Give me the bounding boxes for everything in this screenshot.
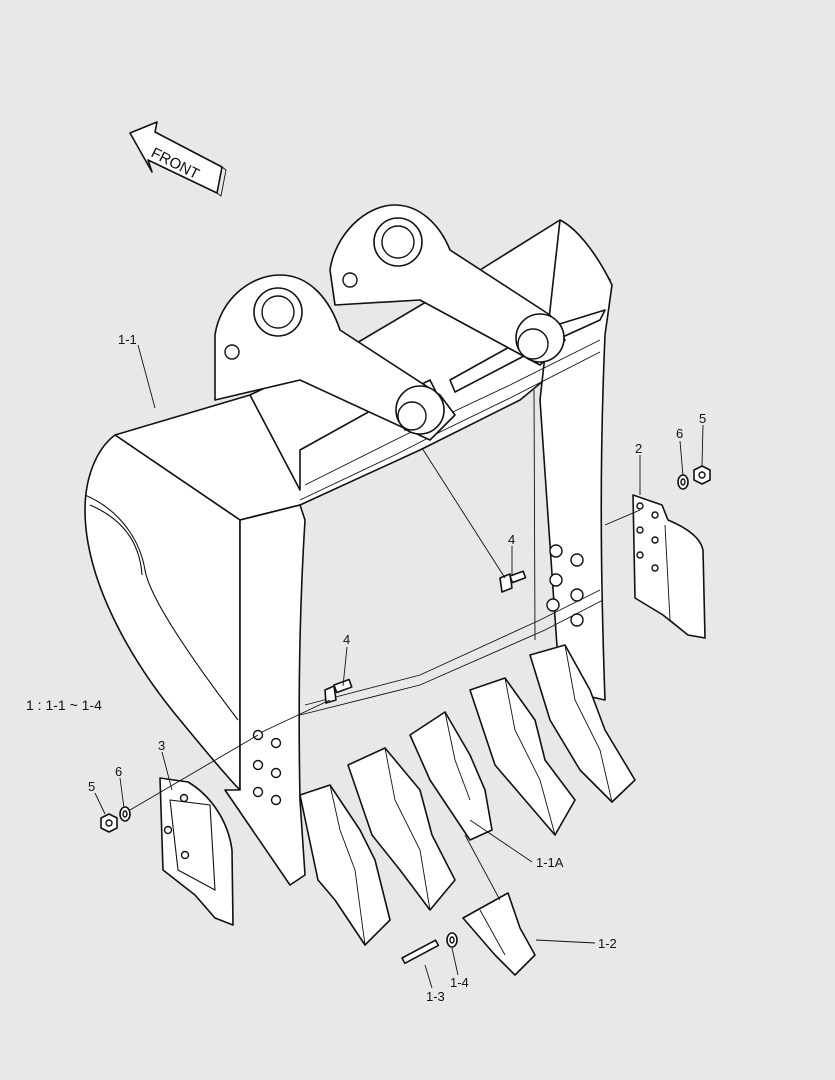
washer-right — [677, 474, 689, 490]
callout-side-cutter-right: 2 — [635, 441, 643, 456]
scope-note: 1 : 1-1 ~ 1-4 — [26, 697, 102, 713]
side-cutter-left — [159, 777, 234, 926]
tooth-2 — [347, 747, 456, 911]
callout-pin: 1-3 — [426, 989, 445, 1004]
tooth-3 — [409, 711, 493, 841]
side-plate-holes-right — [546, 544, 584, 627]
callout-bolt-right: 4 — [508, 532, 516, 547]
mounting-bracket-left — [214, 274, 456, 441]
callout-washer-left: 6 — [115, 764, 123, 779]
callout-bucket: 1-1 — [118, 332, 137, 347]
nut-right — [693, 465, 711, 485]
leader-lines — [94, 344, 704, 989]
callout-washer-right: 6 — [676, 426, 684, 441]
callout-tooth-adapter: 1-1A — [536, 855, 564, 870]
callout-lock-washer: 1-4 — [450, 975, 469, 990]
pin-part — [401, 939, 440, 965]
tooth-1 — [299, 784, 391, 946]
tooth-point-part — [462, 892, 536, 976]
nut-left — [100, 813, 118, 833]
side-cutter-right — [632, 494, 706, 639]
tooth-5 — [529, 644, 636, 803]
callout-nut-right: 5 — [699, 411, 707, 426]
front-arrow: FRONT — [129, 121, 227, 197]
bucket-teeth — [299, 644, 636, 946]
tooth-4 — [469, 677, 576, 836]
bolt-right — [499, 570, 527, 593]
callout-side-cutter-left: 3 — [158, 738, 166, 753]
washer-left — [119, 806, 131, 822]
callout-nut-left: 5 — [88, 779, 96, 794]
lock-washer-part — [446, 932, 458, 948]
bolt-left — [324, 678, 353, 704]
callout-bolt-left: 4 — [343, 632, 351, 647]
callout-tooth-point: 1-2 — [598, 936, 617, 951]
mounting-bracket-right — [329, 204, 566, 366]
